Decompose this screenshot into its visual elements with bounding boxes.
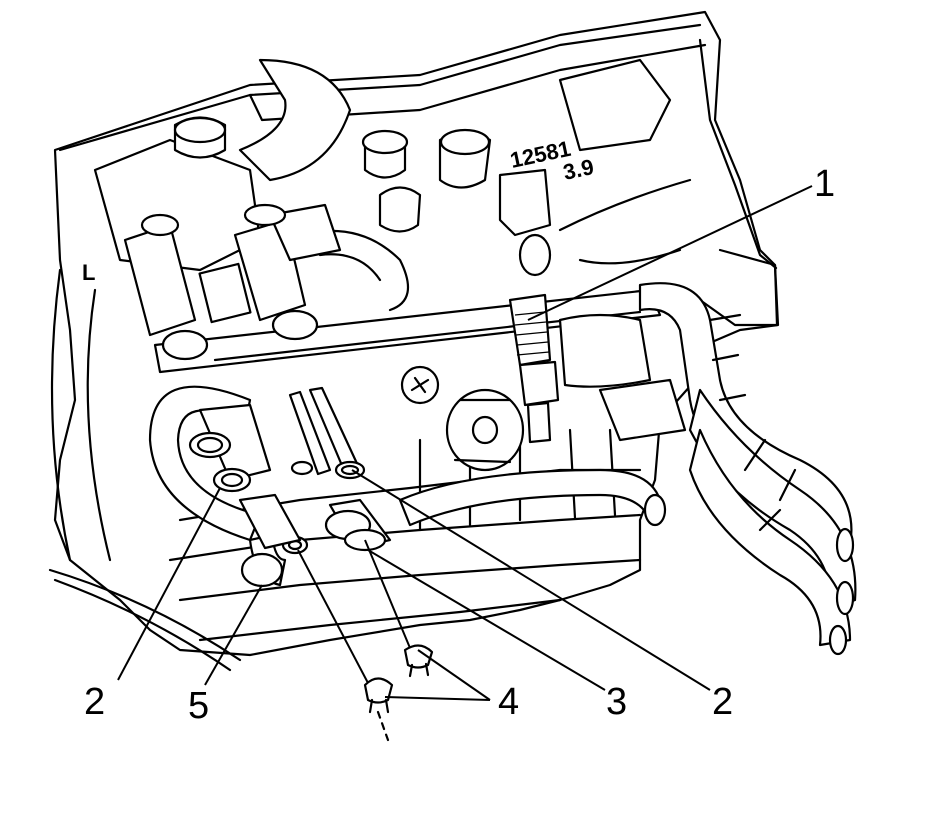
leader-3 [367,549,606,691]
leader-lines [117,185,813,701]
leader-2b [351,469,711,691]
coolant-tube [398,468,667,527]
callout-2-right: 2 [712,681,733,723]
leader-1 [527,185,813,321]
casting-stamp: 12581 3.9 L [82,136,596,285]
ignition-coils [123,203,342,361]
bank-letter: L [82,260,95,285]
intake-area [93,58,692,312]
leader-4-bar [384,696,491,701]
starter [400,365,687,472]
callout-3: 3 [606,681,627,723]
leader-5 [204,584,263,686]
callout-1: 1 [814,163,835,205]
leader-2a [117,487,221,681]
seals-and-fittings [188,386,392,555]
callout-5: 5 [188,685,209,727]
leader-4b [417,649,491,701]
casting-displacement: 3.9 [561,154,596,185]
callout-2-left: 2 [84,681,105,723]
callouts: 1 2 5 4 3 2 [84,163,835,727]
heater-hoses [638,282,857,656]
sensor-assembly [508,233,652,444]
leader-4a [297,549,369,684]
callout-4: 4 [498,681,519,723]
coolant-pipe-left [148,385,287,588]
leader-4c [364,539,411,649]
retaining-clips [363,644,434,742]
